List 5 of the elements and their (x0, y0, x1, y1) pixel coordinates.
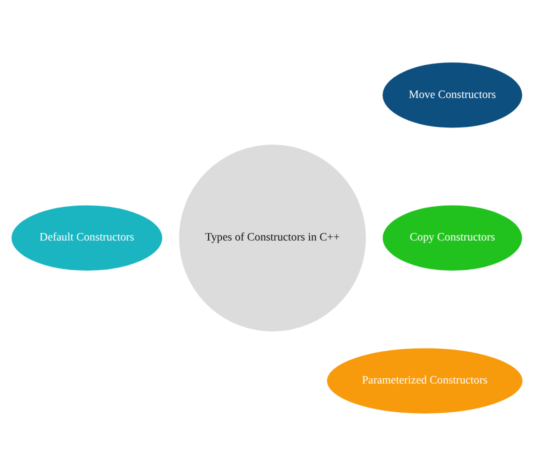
node-ellipse: Parameterized Constructors (326, 346, 524, 414)
node-circle: Types of Constructors in C++ (178, 142, 368, 332)
node-ellipse: Default Constructors (10, 204, 164, 272)
node-ellipse: Copy Constructors (381, 204, 524, 272)
node-ellipse: Move Constructors (381, 60, 524, 129)
